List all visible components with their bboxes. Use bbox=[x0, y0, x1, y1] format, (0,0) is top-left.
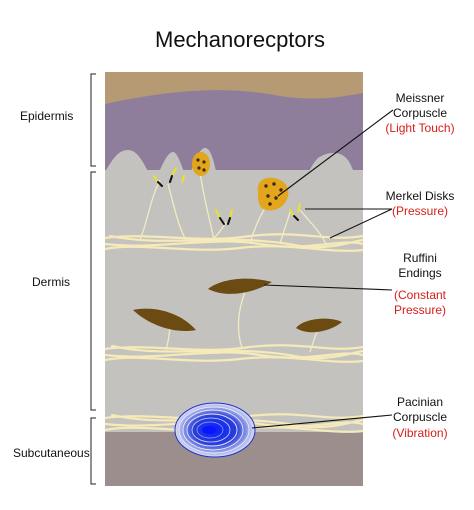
pacinian-leader-line bbox=[251, 414, 393, 429]
merkel-name: Merkel Disks bbox=[386, 189, 455, 203]
dermis-label: Dermis bbox=[32, 275, 70, 289]
meissner-function: (Light Touch) bbox=[385, 121, 454, 135]
ruffini-ending-left bbox=[133, 308, 196, 332]
ruffini-name-line1: Ruffini bbox=[403, 251, 437, 265]
ruffini-ending-right bbox=[296, 318, 342, 333]
subcutaneous-bracket bbox=[90, 417, 96, 485]
meissner-label: Meissner Corpuscle (Light Touch) bbox=[385, 91, 454, 135]
merkel-disks bbox=[153, 167, 301, 225]
meissner-corpuscle-small bbox=[192, 152, 210, 176]
nerve-fibers bbox=[139, 171, 327, 353]
ruffini-label: Ruffini Endings (Constant Pressure) bbox=[394, 251, 447, 317]
pacinian-name-line1: Pacinian bbox=[397, 395, 443, 409]
meissner-name-line2: Corpuscle bbox=[393, 106, 447, 120]
meissner-name-line1: Meissner bbox=[396, 91, 445, 105]
skin-cross-section bbox=[105, 72, 363, 486]
subcutaneous-label: Subcutaneous bbox=[13, 446, 90, 460]
ruffini-function-line1: (Constant bbox=[394, 288, 447, 302]
epidermis-bracket bbox=[90, 73, 96, 167]
collagen-fibers-middle bbox=[105, 344, 363, 363]
meissner-leader-line bbox=[277, 109, 394, 197]
epidermis-label: Epidermis bbox=[20, 109, 73, 123]
collagen-fibers-upper bbox=[105, 233, 363, 252]
pacinian-name-line2: Corpuscle bbox=[393, 410, 447, 424]
merkel-function: (Pressure) bbox=[392, 204, 448, 218]
ruffini-leader-line bbox=[263, 284, 393, 291]
merkel-leader-line-1 bbox=[329, 208, 393, 239]
meissner-corpuscle-large bbox=[257, 177, 289, 211]
dermis-bracket bbox=[90, 171, 96, 411]
dermal-papillae bbox=[105, 147, 363, 260]
ruffini-ending-center bbox=[208, 278, 272, 294]
pacinian-function: (Vibration) bbox=[392, 426, 447, 440]
diagram-title: Mechanorecptors bbox=[155, 27, 325, 52]
ruffini-function-line2: Pressure) bbox=[394, 303, 446, 317]
ruffini-name-line2: Endings bbox=[398, 266, 441, 280]
pacinian-corpuscle bbox=[174, 402, 256, 458]
pacinian-label: Pacinian Corpuscle (Vibration) bbox=[392, 395, 447, 440]
merkel-label: Merkel Disks (Pressure) bbox=[386, 189, 455, 218]
